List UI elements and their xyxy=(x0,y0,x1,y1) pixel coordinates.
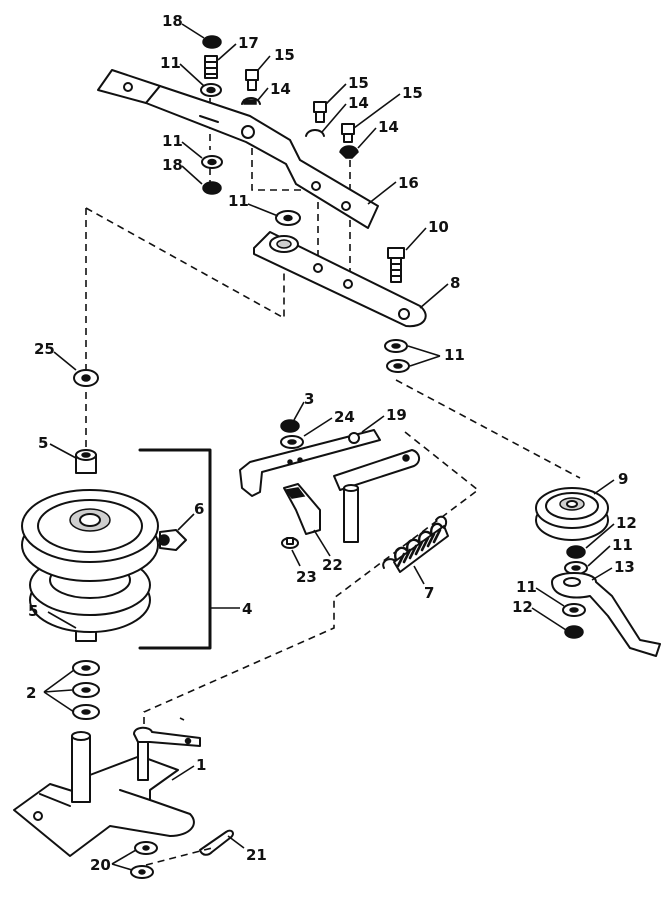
callout-8: 8 xyxy=(450,274,460,292)
callout-5a: 5 xyxy=(38,434,48,452)
callout-15c: 15 xyxy=(402,84,423,102)
center-bracket-19 xyxy=(239,429,420,543)
callout-11c: 11 xyxy=(228,192,249,210)
callout-11d: 11 xyxy=(444,346,465,364)
base-bracket-1 xyxy=(13,726,201,857)
callout-22: 22 xyxy=(322,556,343,574)
callout-4: 4 xyxy=(242,600,252,618)
callout-16: 16 xyxy=(398,174,419,192)
callout-11b: 11 xyxy=(162,132,183,150)
callout-3: 3 xyxy=(304,390,314,408)
callout-9: 9 xyxy=(618,470,628,488)
idler-hardware xyxy=(551,545,661,657)
callout-11f: 11 xyxy=(516,578,537,596)
callout-17: 17 xyxy=(238,34,259,52)
callout-11a: 11 xyxy=(160,54,181,72)
callout-18b: 18 xyxy=(162,156,183,174)
callout-15b: 15 xyxy=(348,74,369,92)
callout-1: 1 xyxy=(196,756,206,774)
callout-20: 20 xyxy=(90,856,111,874)
upper-hardware xyxy=(200,35,410,373)
washers-2 xyxy=(72,660,100,720)
callout-2: 2 xyxy=(26,684,36,702)
bearing-5-top xyxy=(75,449,97,474)
callout-14b: 14 xyxy=(348,94,369,112)
callout-25: 25 xyxy=(34,340,55,358)
callout-12a: 12 xyxy=(616,514,637,532)
clip-pin-21 xyxy=(199,829,234,856)
callout-13: 13 xyxy=(614,558,635,576)
callout-23: 23 xyxy=(296,568,317,586)
callout-19: 19 xyxy=(386,406,407,424)
callout-7: 7 xyxy=(424,584,434,602)
upper-bracket-16 xyxy=(97,69,379,229)
callout-10: 10 xyxy=(428,218,449,236)
leader-lines xyxy=(43,23,615,871)
lower-bracket-8 xyxy=(253,231,427,328)
callout-18a: 18 xyxy=(162,12,183,30)
callout-6: 6 xyxy=(194,500,204,518)
bracket-4 xyxy=(138,448,212,650)
screw-23 xyxy=(281,537,299,549)
callout-15a: 15 xyxy=(274,46,295,64)
washers-20 xyxy=(130,841,158,879)
callout-14a: 14 xyxy=(270,80,291,98)
washer-25 xyxy=(73,369,99,387)
callout-24: 24 xyxy=(334,408,355,426)
fitting-6 xyxy=(158,529,187,551)
double-pulley xyxy=(21,489,159,633)
assembly-lines xyxy=(85,98,581,866)
callout-11e: 11 xyxy=(612,536,633,554)
callout-14c: 14 xyxy=(378,118,399,136)
callout-12b: 12 xyxy=(512,598,533,616)
callout-labels: 18 17 11 15 14 15 14 15 14 11 18 16 11 1… xyxy=(26,12,637,874)
idler-pulley-9 xyxy=(535,487,609,541)
callout-21: 21 xyxy=(246,846,267,864)
callout-5b: 5 xyxy=(28,602,38,620)
spring-7 xyxy=(382,515,449,573)
tab-plate-22 xyxy=(283,483,321,535)
nut-3-washer-24 xyxy=(280,419,304,449)
